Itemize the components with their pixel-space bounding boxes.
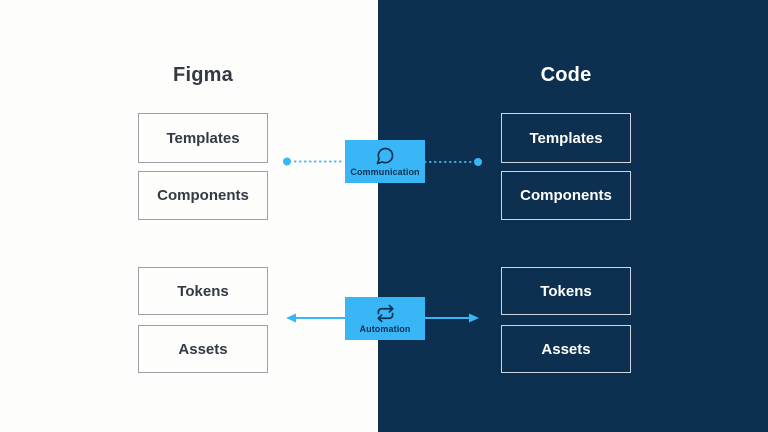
- code-templates-box: Templates: [501, 113, 631, 163]
- code-tokens-box: Tokens: [501, 267, 631, 315]
- figma-templates-box: Templates: [138, 113, 268, 163]
- figma-templates-label: Templates: [166, 129, 240, 147]
- communication-badge: Communication: [345, 140, 425, 183]
- figma-components-box: Components: [138, 171, 268, 220]
- automation-arrowhead-left: [286, 313, 296, 323]
- communication-endpoint-dot-left: [283, 157, 291, 166]
- code-templates-label: Templates: [529, 129, 603, 147]
- speech-bubble-icon: [375, 146, 395, 166]
- code-assets-box: Assets: [501, 325, 631, 373]
- figma-assets-box: Assets: [138, 325, 268, 373]
- code-components-box: Components: [501, 171, 631, 220]
- figma-tokens-label: Tokens: [177, 282, 229, 300]
- figma-components-label: Components: [157, 187, 249, 204]
- code-tokens-label: Tokens: [540, 282, 592, 300]
- code-column-title: Code: [540, 64, 592, 86]
- code-panel-background: [378, 0, 768, 432]
- automation-badge: Automation: [345, 297, 425, 340]
- code-assets-label: Assets: [541, 340, 591, 358]
- figma-assets-label: Assets: [178, 340, 228, 358]
- sync-arrows-icon: [376, 304, 395, 323]
- figma-tokens-box: Tokens: [138, 267, 268, 315]
- code-components-label: Components: [520, 187, 612, 204]
- figma-column-title: Figma: [173, 64, 233, 86]
- communication-badge-label: Communication: [350, 167, 420, 177]
- automation-badge-label: Automation: [359, 323, 411, 334]
